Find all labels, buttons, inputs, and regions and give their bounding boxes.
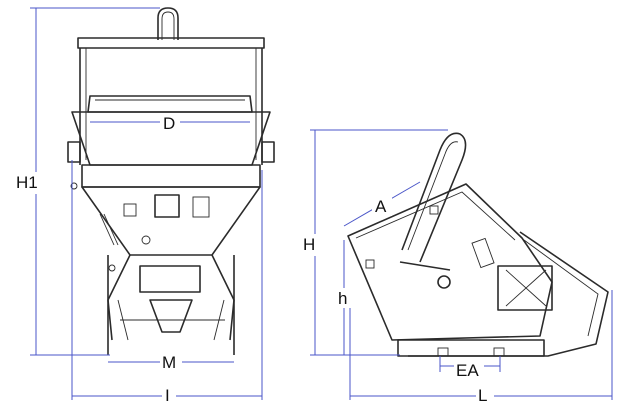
label-h-small: h xyxy=(338,289,347,308)
label-a: A xyxy=(375,197,387,216)
discharge-gate xyxy=(149,299,193,333)
side-dimensions xyxy=(310,129,613,400)
cone xyxy=(81,186,261,256)
front-view-bucket xyxy=(67,7,275,355)
label-h: H xyxy=(303,235,315,254)
label-m: M xyxy=(162,353,176,372)
label-ea: EA xyxy=(456,361,479,380)
label-l: L xyxy=(478,386,487,403)
side-view-bucket xyxy=(347,132,609,357)
label-h1: H1 xyxy=(16,173,38,192)
top-frame xyxy=(77,37,265,49)
label-d: D xyxy=(163,114,175,133)
gate-mechanism xyxy=(497,265,553,311)
front-dimensions xyxy=(30,7,263,400)
label-i: I xyxy=(165,386,170,403)
body-band xyxy=(81,164,261,188)
pivot-pin xyxy=(437,275,451,289)
lifting-hook xyxy=(157,7,179,40)
base-skids xyxy=(397,339,545,357)
nameplate xyxy=(154,194,180,218)
side-lifting-hook xyxy=(401,132,467,263)
